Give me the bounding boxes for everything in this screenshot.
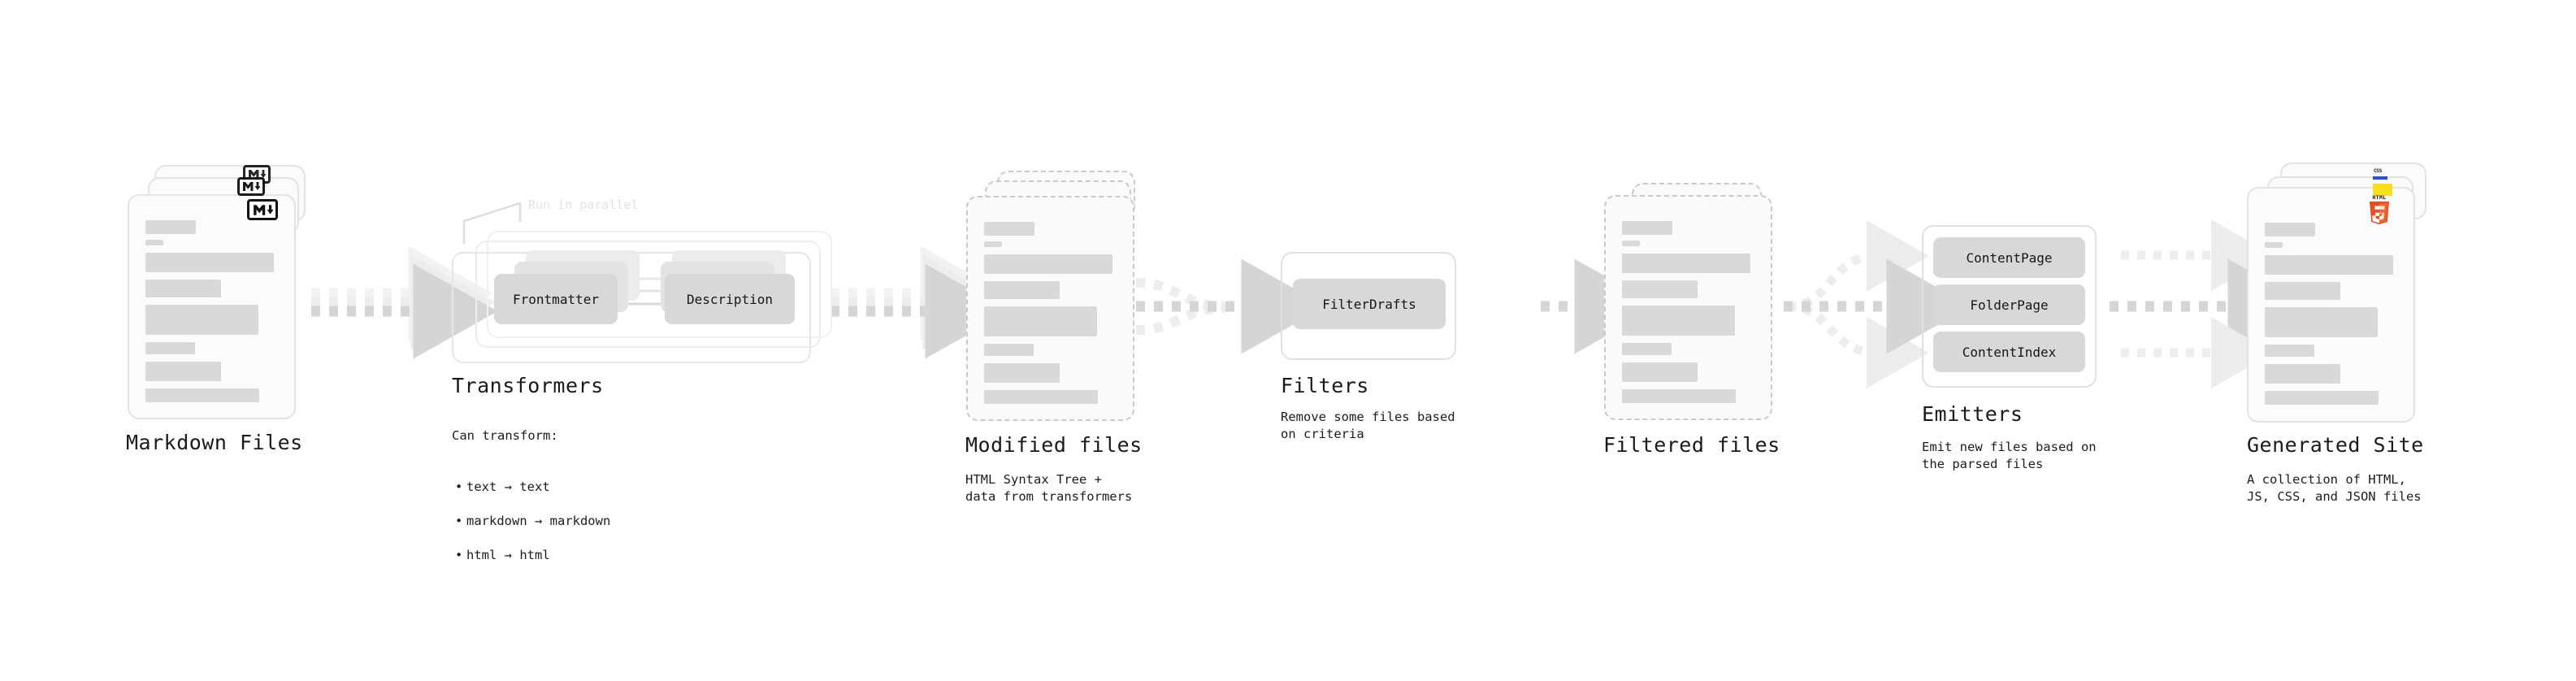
transformer-plugin-description[interactable]: Description bbox=[665, 274, 795, 324]
doc-bar bbox=[1622, 221, 1672, 235]
doc-bar bbox=[984, 344, 1034, 356]
doc-bar bbox=[2265, 242, 2283, 248]
generated-doc-placeholder-body bbox=[2265, 223, 2397, 412]
doc-bar bbox=[1622, 362, 1698, 382]
stage-desc-generated-site: A collection of HTML, JS, CSS, and JSON … bbox=[2247, 472, 2422, 504]
arrow-modified-to-filters bbox=[1135, 258, 1326, 354]
list-item: text → text bbox=[452, 479, 610, 496]
css-icon-label: CSS bbox=[2374, 168, 2382, 174]
list-item: markdown → markdown bbox=[452, 513, 610, 530]
doc-bar bbox=[145, 342, 195, 354]
doc-bar bbox=[2265, 223, 2315, 236]
emitters-box bbox=[1922, 225, 2097, 388]
run-in-parallel-label: Run in parallel bbox=[528, 197, 639, 212]
markdown-doc-placeholder-body bbox=[145, 220, 278, 410]
stage-title-transformers: Transformers bbox=[452, 374, 604, 397]
doc-bar bbox=[1622, 389, 1736, 403]
stage-desc-modified-files: HTML Syntax Tree + data from transformer… bbox=[965, 472, 1133, 504]
emitters-plugin-contentindex[interactable]: ContentIndex bbox=[1933, 332, 2085, 372]
markdown-sheet-front bbox=[128, 194, 296, 419]
transformers-capability-list: text → text markdown → markdown html → h… bbox=[452, 462, 610, 581]
doc-bar bbox=[145, 362, 221, 381]
doc-bar bbox=[1622, 241, 1640, 246]
modified-doc-placeholder-body bbox=[984, 222, 1117, 411]
arrow-filtered-to-emitters bbox=[1784, 220, 1971, 388]
doc-bar bbox=[145, 253, 274, 272]
css-icon bbox=[2373, 176, 2387, 180]
doc-bar bbox=[984, 281, 1060, 299]
doc-bar bbox=[1622, 306, 1735, 336]
doc-bar bbox=[1622, 280, 1698, 298]
arrow-transformers-to-modified bbox=[830, 245, 1010, 359]
doc-bar bbox=[2265, 391, 2379, 405]
markdown-logo-icon bbox=[247, 199, 278, 220]
doc-bar bbox=[984, 222, 1034, 236]
filters-plugin-filterdrafts[interactable]: FilterDrafts bbox=[1293, 279, 1446, 329]
transformers-desc-heading: Can transform: bbox=[452, 428, 558, 443]
markdown-logo-icon bbox=[237, 177, 265, 196]
modified-sheet-front bbox=[966, 196, 1134, 421]
arrow-emitters-to-site bbox=[2110, 219, 2313, 388]
doc-bar bbox=[145, 280, 221, 297]
js-icon bbox=[2373, 184, 2392, 196]
doc-bar bbox=[145, 220, 196, 234]
doc-bar bbox=[2265, 307, 2378, 337]
list-item: html → html bbox=[452, 547, 610, 564]
emitters-plugin-contentpage[interactable]: ContentPage bbox=[1933, 237, 2085, 278]
doc-bar bbox=[1622, 254, 1750, 273]
doc-bar bbox=[1622, 343, 1672, 355]
filtered-doc-placeholder-body bbox=[1622, 221, 1754, 410]
stage-title-markdown-files: Markdown Files bbox=[126, 431, 303, 454]
emitters-plugin-folderpage[interactable]: FolderPage bbox=[1933, 284, 2085, 325]
doc-bar bbox=[145, 240, 163, 245]
transformer-box-back-1 bbox=[475, 241, 821, 348]
stage-desc-emitters: Emit new files based on the parsed files bbox=[1922, 440, 2097, 471]
stage-desc-transformers: Can transform: text → text markdown → ma… bbox=[452, 410, 610, 598]
stage-title-emitters: Emitters bbox=[1922, 402, 2023, 426]
stage-title-filters: Filters bbox=[1281, 374, 1369, 397]
html5-icon: HTML bbox=[2367, 193, 2392, 224]
generated-sheet-front bbox=[2247, 187, 2415, 423]
doc-bar bbox=[984, 306, 1097, 336]
doc-bar bbox=[984, 363, 1060, 383]
stage-desc-filters: Remove some files based on criteria bbox=[1281, 410, 1455, 441]
doc-bar bbox=[145, 305, 258, 335]
stage-title-generated-site: Generated Site bbox=[2247, 433, 2424, 457]
transformer-plugin-frontmatter[interactable]: Frontmatter bbox=[494, 274, 618, 324]
doc-bar bbox=[145, 388, 259, 402]
doc-bar bbox=[984, 390, 1098, 404]
stage-title-modified-files: Modified files bbox=[965, 433, 1143, 457]
doc-bar bbox=[2265, 282, 2340, 300]
filters-box bbox=[1281, 252, 1456, 360]
transformer-box-back-2 bbox=[487, 231, 832, 338]
arrow-markdown-to-transformers bbox=[311, 245, 498, 359]
stage-title-filtered-files: Filtered files bbox=[1603, 433, 1780, 457]
doc-bar bbox=[2265, 364, 2340, 384]
doc-bar bbox=[2265, 345, 2314, 357]
doc-bar bbox=[984, 254, 1112, 274]
svg-text:HTML: HTML bbox=[2372, 194, 2386, 201]
doc-bar bbox=[984, 241, 1002, 247]
filtered-sheet-front bbox=[1604, 195, 1772, 420]
doc-bar bbox=[2265, 255, 2393, 275]
